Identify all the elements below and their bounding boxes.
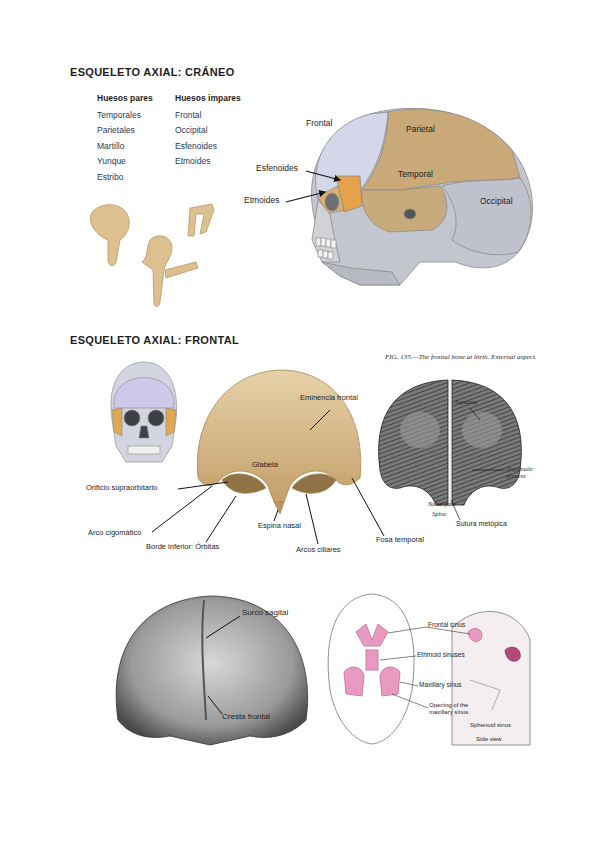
part-label: Parietal [406,125,435,135]
part-label: Espina nasal [258,522,301,531]
section-heading: ESQUELETO AXIAL: FRONTAL [70,334,239,347]
bone-name: Temporales [97,111,141,121]
part-label: Etmoides [244,196,279,206]
part-label: Cresta frontal [222,712,270,721]
part-label: Ethmoid sinuses [417,651,465,658]
leader-line [286,192,325,202]
bone-name: Martillo [97,142,124,152]
column-heading: Huesos impares [175,94,241,104]
frontal-at-birth [379,380,522,508]
part-label: Maxillary sinus [419,681,462,688]
sinus-face [328,594,530,745]
figure-caption: FIG. 135.—The frontal bone at birth. Ext… [385,353,545,361]
bone-name: Esfenoides [175,142,217,152]
page-title: ESQUELETO AXIAL: CRÁNEO [70,66,235,79]
leader-line [451,408,505,520]
part-label: Orificio supraorbitario [86,484,157,493]
part-label: Temporal [398,170,433,180]
leader-line [152,410,384,544]
leader-line [206,616,240,714]
part-label: Arcos ciliares [296,546,341,555]
part-label: Frontal sinus [428,621,465,628]
part-label: Surco sagital [242,608,288,617]
part-label: Opening of the maxillary sinus [429,702,489,716]
bone-name: Frontal [175,111,201,121]
front-skull [111,362,177,462]
part-label: Fosa temporal [376,536,424,545]
bone-name: Parietales [97,126,135,136]
bone-name: Yunque [97,157,126,167]
ossicles [90,204,214,307]
leader-line [306,171,340,180]
part-label: Occipital [480,197,513,207]
bone-name: Etmoides [175,157,210,167]
lateral-skull [311,108,532,285]
part-label: Eminencia frontal [300,394,358,403]
part-label: Glabela [252,461,278,470]
bone-name: Estribo [97,173,123,183]
part-label: Sutura metópica [456,520,507,528]
bone-name: Occipital [175,126,208,136]
frontal-internal [116,596,307,745]
part-label: Sphenoid sinus [470,722,511,729]
leader-line [380,627,470,708]
part-label: Side view [476,736,502,743]
part-label: Arco cigomático [88,529,141,538]
part-label: Zygomatic process [506,465,554,480]
column-heading: Huesos pares [97,94,153,104]
part-label: Squama [455,398,478,406]
frontal-bone [197,370,360,514]
part-label: Esfenoides [256,164,298,174]
part-label: Spine [432,510,446,517]
part-label: Nasal part [428,500,456,507]
part-label: Borde inferior: Órbitas [146,543,219,552]
part-label: Frontal [306,119,332,129]
